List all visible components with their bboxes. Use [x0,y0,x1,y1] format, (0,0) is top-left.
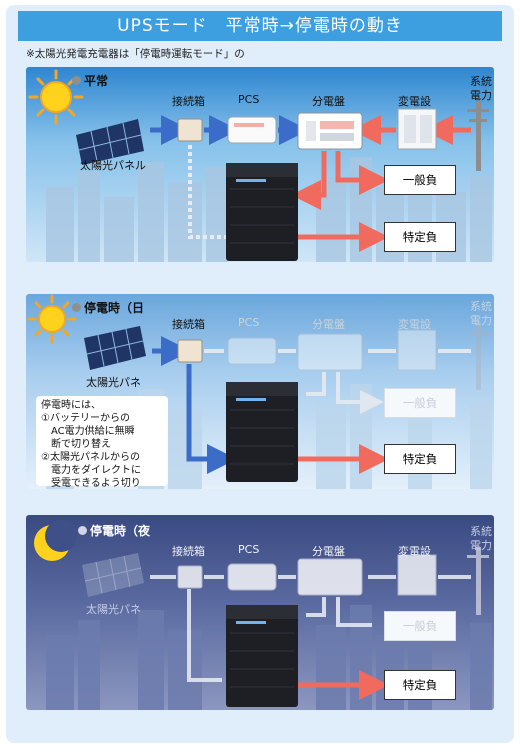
ups-battery-icon [226,605,298,707]
grid-label-1: 系統 [470,525,492,538]
junction-box-icon [177,118,203,142]
callout-line: 停電時には、 [41,400,101,411]
general-load-box: 一般負 [384,611,456,641]
distribution-label: 分電盤 [312,95,345,108]
specific-load-box: 特定負 [384,222,456,252]
panel-outage-night-heading: 停電時（夜 [78,522,150,539]
page-title: UPSモード 平常時→停電時の動き [18,11,502,41]
utility-pole-icon [467,324,489,390]
substation-label: 変電設 [398,95,431,108]
specific-load-box: 特定負 [384,670,456,700]
ups-battery-icon [226,163,298,261]
junction-label: 接続箱 [172,318,205,331]
grid-label-2: 電力 [470,314,492,327]
note-text: ※太陽光発電充電器は「停電時運転モード」の [26,48,245,60]
substation-label: 変電設 [398,318,431,331]
distribution-board-icon [297,333,363,371]
general-load-box: 一般負 [384,388,456,418]
flow-to-general-load [335,151,389,195]
pcs-icon [227,337,277,365]
distribution-label: 分電盤 [312,545,345,558]
distribution-board-icon [297,558,363,596]
solar-panel-icon [84,326,146,370]
substation-icon [397,108,437,150]
utility-pole-icon [467,101,489,171]
grid-label-1: 系統 [470,75,492,88]
outage-callout: 停電時には、 ①バッテリーからの AC電力供給に無瞬 断で切り替え ②太陽光パネ… [36,396,168,489]
specific-load-box: 特定負 [384,444,456,474]
pcs-icon [227,116,277,144]
distribution-label: 分電盤 [312,318,345,331]
substation-label: 変電設 [398,545,431,558]
callout-line: ②太陽光パネルからの [41,452,140,463]
grid-label-2: 電力 [470,539,492,552]
junction-label: 接続箱 [172,545,205,558]
grid-label-2: 電力 [470,89,492,102]
panel-normal: 平常 太陽光パネル 接続箱 PCS 分電盤 変電設 系統 電力 一般負 特定負 [26,67,494,262]
callout-line: 電力をダイレクトに [41,465,141,476]
junction-box-icon [177,565,203,589]
grid-label-1: 系統 [470,300,492,313]
substation-icon [397,554,437,596]
diagram-frame: UPSモード 平常時→停電時の動き ※太陽光発電充電器は「停電時運転モード」の [6,5,514,743]
flow-to-ups [291,151,327,210]
junction-label: 接続箱 [172,95,205,108]
panel-outage-day-heading: 停電時（日 [72,299,144,316]
dc-line-inactive [188,145,226,239]
distribution-board-icon [297,112,363,150]
sun-icon [28,69,84,125]
substation-icon [397,329,437,371]
moon-icon [34,520,77,561]
callout-line: 受電できるよう切り [41,478,141,489]
pcs-label: PCS [238,316,260,329]
pcs-label: PCS [238,543,260,556]
solar-label: 太陽光パネ [86,376,141,389]
general-load-box: 一般負 [384,165,456,195]
ups-battery-icon [226,382,298,482]
junction-box-icon [177,339,203,363]
solar-label: 太陽光パネ [86,603,141,616]
panel-outage-night: 停電時（夜 太陽光パネ 接続箱 PCS 分電盤 変電設 系統 電力 一般負 特定… [26,515,494,710]
solar-panel-icon [82,553,144,597]
utility-pole-icon [467,547,489,615]
callout-line: ①バッテリーからの [41,413,130,424]
callout-line: AC電力供給に無瞬 [41,426,135,437]
pcs-icon [227,563,277,591]
sun-icon [27,294,77,344]
solar-panel-icon [76,119,144,165]
panel-normal-heading: 平常 [72,72,108,89]
callout-line: 断で切り替え [41,439,111,450]
panel-outage-day: 停電時（日 太陽光パネ 接続箱 PCS 分電盤 変電設 系統 電力 一般負 特定… [26,294,494,489]
solar-label: 太陽光パネル [80,159,146,172]
panel-outage-day-art [27,294,492,489]
flow-junction-to-ups-dc [186,364,237,474]
pcs-label: PCS [238,93,260,106]
